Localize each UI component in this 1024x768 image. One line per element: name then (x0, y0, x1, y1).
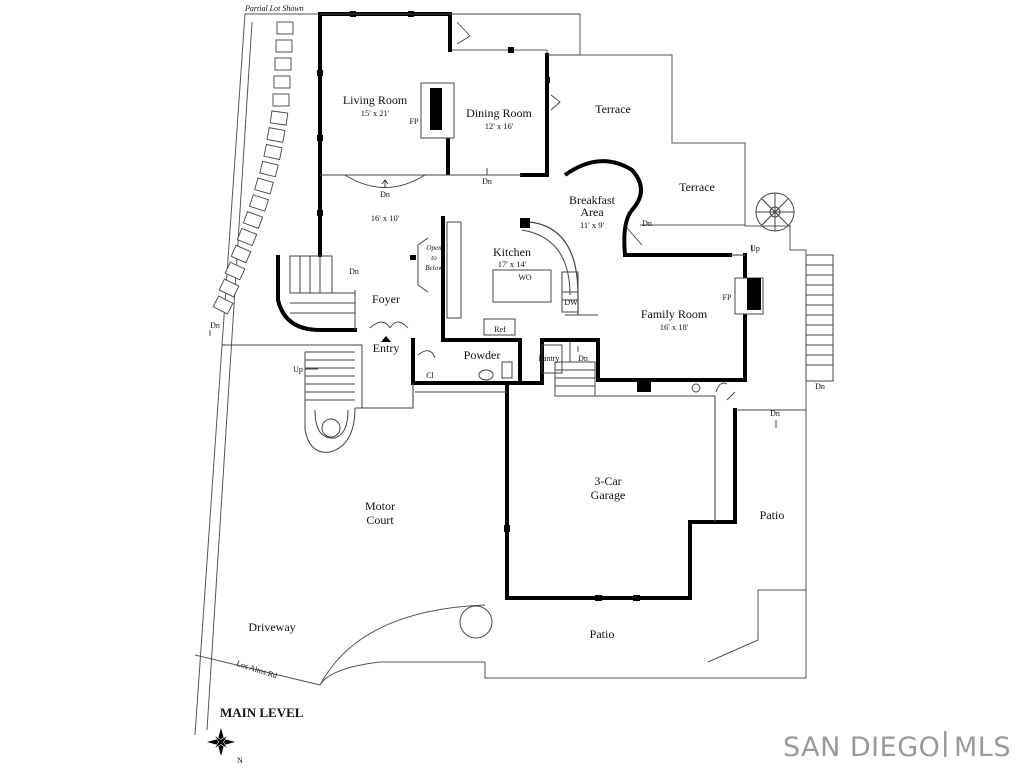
dn-stairs-left: Dn (349, 267, 359, 276)
interior-thin-walls (320, 13, 806, 522)
fireplace-living (420, 82, 455, 139)
kitchen-island (492, 269, 552, 303)
compass-icon (207, 728, 235, 756)
pantry-label: Pantry (539, 354, 560, 363)
north-label: N (237, 756, 243, 765)
retaining-wall (212, 21, 294, 315)
fp-living-label: FP (410, 117, 419, 126)
powder-label: Powder (464, 348, 501, 362)
pantry-stair (554, 342, 596, 397)
dn-living: Dn (380, 190, 390, 199)
motor-court-label-2: Court (366, 513, 394, 527)
patio-right-label: Patio (760, 508, 785, 522)
pantry-box (541, 344, 563, 374)
foyer-label: Foyer (372, 292, 400, 306)
breakfast-label-2: Area (580, 205, 604, 219)
dn-dining: Dn (482, 177, 492, 186)
partial-lot-label: Partial Lot Shown (244, 4, 304, 13)
terrace-upper-label: Terrace (595, 102, 631, 116)
closet-label: Cl (426, 371, 434, 380)
dn-patio: Dn (770, 409, 780, 418)
powder-fixtures (478, 361, 513, 381)
wo-label: WO (518, 273, 532, 282)
living-room-dims: 15' x 21' (361, 108, 390, 118)
kitchen-cabinets (446, 221, 579, 336)
dw-label: DW (564, 298, 578, 307)
dining-room-label: Dining Room (466, 106, 532, 120)
open-below-3: Below (425, 264, 443, 272)
spiral-stair (755, 192, 795, 232)
kitchen-post (520, 218, 530, 228)
direction-arrows (209, 168, 777, 428)
dn-pantry: Dn (578, 354, 588, 363)
open-below-2: to (431, 254, 437, 262)
entry-marker (381, 336, 391, 342)
door-swings (369, 21, 736, 401)
fireplace-family (734, 277, 764, 315)
family-room-dims: 16' x 18' (660, 322, 689, 332)
garage-label-2: Garage (591, 488, 626, 502)
dn-lot-left: Dn (210, 321, 220, 330)
up-entry: Up (293, 365, 303, 374)
dn-right-stair: Dn (815, 382, 825, 391)
driveway-label: Driveway (248, 620, 295, 634)
ref-label: Ref (494, 325, 506, 334)
foyer-stair (276, 255, 356, 332)
breakfast-bay-wall (563, 159, 643, 256)
street-label: Los Altos Rd (235, 659, 278, 681)
terrace-lines (449, 14, 791, 250)
kitchen-label: Kitchen (493, 245, 531, 259)
patio-bottom-label: Patio (590, 627, 615, 641)
column-marker (637, 380, 651, 392)
kitchen-dims: 17' x 14' (498, 259, 527, 269)
breakfast-label-1: Breakfast (569, 193, 616, 207)
family-room-label: Family Room (641, 307, 708, 321)
watermark-divider (944, 731, 947, 757)
watermark-text-left: SAN DIEGO (783, 732, 940, 763)
lot-outline (194, 13, 807, 736)
level-title: MAIN LEVEL (220, 705, 304, 720)
open-below-1: Open (426, 244, 442, 252)
breakfast-dims: 11' x 9' (580, 220, 604, 230)
great-space-dims: 16' x 10' (371, 213, 400, 223)
up-right: Up (750, 244, 760, 253)
garage-label-1: 3-Car (594, 474, 621, 488)
open-below-outline (417, 237, 429, 293)
dn-breakfast: Dn (642, 219, 652, 228)
dining-room-dims: 12' x 16' (485, 121, 514, 131)
fountain (459, 605, 493, 639)
motor-court-label-1: Motor (365, 499, 395, 513)
entry-stair (222, 344, 363, 453)
terrace-right-label: Terrace (679, 180, 715, 194)
living-room-label: Living Room (343, 93, 408, 107)
watermark-text-right: MLS (954, 732, 1011, 763)
right-stair (805, 254, 834, 382)
fp-family-label: FP (723, 293, 732, 302)
entry-label: Entry (373, 341, 400, 355)
